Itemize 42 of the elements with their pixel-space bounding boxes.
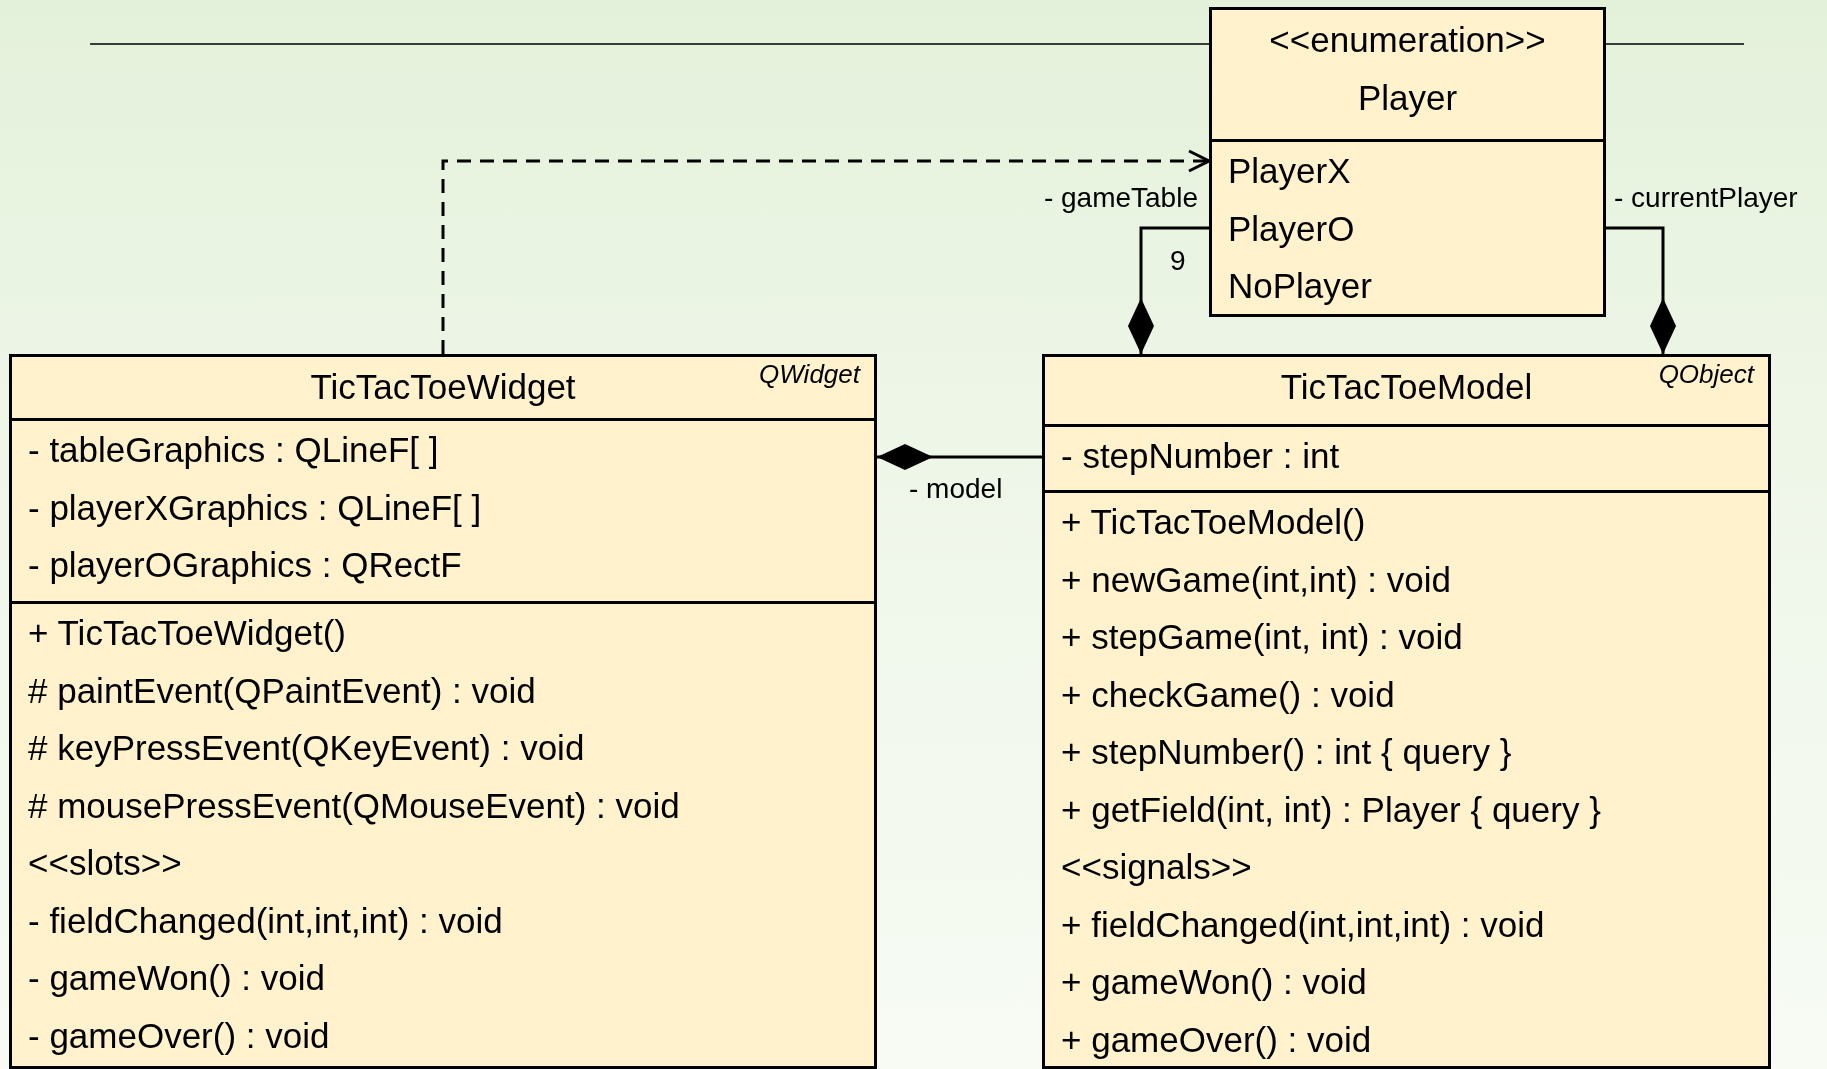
attribute-text: - stepNumber : int <box>1060 435 1340 477</box>
operation-text: + stepNumber() : int { query } <box>1060 731 1512 773</box>
multiplicity-label: 9 <box>1170 245 1186 277</box>
enum-literal: PlayerX <box>1227 150 1351 192</box>
operation-text: - gameOver() : void <box>27 1014 330 1057</box>
operation-text: + TicTacToeModel() <box>1060 501 1366 543</box>
class-name: TicTacToeModel <box>1280 366 1533 408</box>
enum-literal: NoPlayer <box>1227 265 1372 307</box>
base-class-label: QWidget <box>759 359 860 390</box>
stereotype-text: <<enumeration>> <box>1269 19 1546 61</box>
operation-text: + newGame(int,int) : void <box>1060 558 1452 601</box>
composition-line <box>877 444 1042 470</box>
base-class-label: QObject <box>1658 359 1754 390</box>
role-label: - currentPlayer <box>1614 182 1798 214</box>
operation-text: + getField(int, int) : Player { query } <box>1060 788 1601 831</box>
operation-text: # mousePressEvent(QMouseEvent) : void <box>27 784 680 827</box>
attribute-text: - playerOGraphics : QRectF <box>27 544 462 586</box>
operation-text: + fieldChanged(int,int,int) : void <box>1060 903 1545 946</box>
class-name: Player <box>1357 76 1458 119</box>
operation-text: + gameOver() : void <box>1060 1018 1372 1061</box>
attribute-text: - tableGraphics : QLineF[ ] <box>27 429 439 471</box>
operation-text: # keyPressEvent(QKeyEvent) : void <box>27 727 585 769</box>
operation-text: - fieldChanged(int,int,int) : void <box>27 899 503 942</box>
role-label: - model <box>909 473 1003 505</box>
class-box <box>9 354 877 1069</box>
attribute-text: - playerXGraphics : QLineF[ ] <box>27 486 482 529</box>
composition-line <box>1606 226 1676 354</box>
operation-text: + checkGame() : void <box>1060 673 1395 716</box>
class-box <box>1209 7 1606 317</box>
operation-text: + stepGame(int, int) : void <box>1060 616 1463 658</box>
operation-text: <<signals>> <box>1060 846 1252 888</box>
composition-line <box>1128 226 1209 354</box>
enum-literal: PlayerO <box>1227 207 1355 250</box>
operation-text: + TicTacToeWidget() <box>27 612 347 654</box>
operation-text: - gameWon() : void <box>27 957 325 999</box>
operation-text: <<slots>> <box>27 842 182 884</box>
class-name: TicTacToeWidget <box>310 366 576 408</box>
operation-text: # paintEvent(QPaintEvent) : void <box>27 669 536 712</box>
role-label: - gameTable <box>1043 182 1198 214</box>
dependency-arrow <box>441 149 1211 354</box>
class-box <box>1042 354 1771 1069</box>
operation-text: + gameWon() : void <box>1060 961 1367 1003</box>
